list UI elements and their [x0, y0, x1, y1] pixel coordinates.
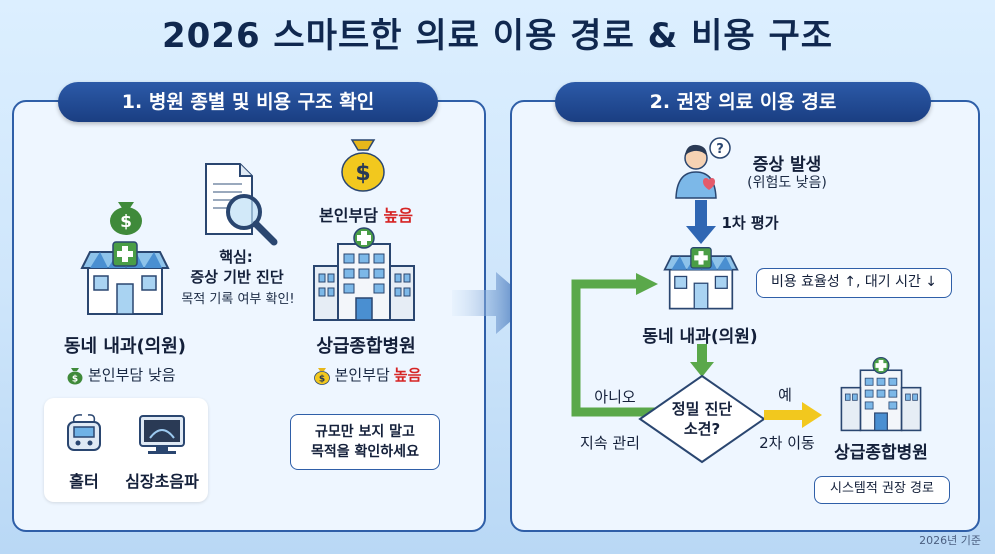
ultrasound-monitor-icon [139, 415, 185, 454]
hospital-name-right: 상급종합병원 [834, 443, 928, 463]
decision-line-1: 정밀 진단 [671, 400, 733, 418]
key-title: 핵심: [219, 248, 253, 266]
hospital-building-icon [840, 356, 922, 432]
device-label-echo: 심장초음파 [125, 472, 199, 491]
yes-label: 예 [778, 386, 792, 404]
advice-line-2: 목적을 확인하세요 [311, 444, 419, 460]
benefit-note: 비용 효율성 ↑, 대기 시간 ↓ [756, 268, 952, 298]
svg-text:$: $ [355, 161, 370, 186]
decision-diamond [638, 374, 766, 464]
hospital-building-icon [313, 227, 415, 321]
footer-note: 2026년 기준 [919, 534, 981, 547]
clinic-cost-text: 본인부담 낮음 [88, 366, 176, 384]
step-1-label: 1차 평가 [721, 214, 779, 232]
clinic-building-icon [663, 247, 739, 310]
right-panel-header: 2. 권장 의료 이용 경로 [555, 82, 931, 122]
clinic-name: 동네 내과(의원) [63, 336, 187, 357]
hospital-name: 상급종합병원 [316, 336, 416, 357]
clinic-building-icon [80, 241, 170, 315]
hospital-cost: $ 본인부담 높음 [302, 364, 432, 385]
svg-text:$: $ [318, 374, 324, 384]
continue-label: 지속 관리 [580, 434, 640, 452]
loop-back-arrow-icon [571, 273, 662, 417]
svg-text:?: ? [716, 142, 724, 157]
hospital-cost-word: 높음 [393, 366, 422, 384]
down-arrow-icon [686, 200, 716, 244]
no-label: 아니오 [594, 388, 636, 406]
page-title: 2026 스마트한 의료 이용 경로 & 비용 구조 [161, 16, 834, 56]
document-search-icon [205, 163, 278, 246]
second-move-label: 2차 이동 [759, 434, 815, 452]
symptom-sub: (위험도 낮음) [747, 175, 827, 191]
high-cost-label: 본인부담 높음 [296, 202, 436, 226]
left-panel-header: 1. 병원 종별 및 비용 구조 확인 [58, 82, 438, 122]
key-line-2: 목적 기록 여부 확인! [181, 292, 295, 307]
advice-line-1: 규모만 보지 말고 [315, 424, 415, 440]
high-cost-word: 높음 [383, 206, 413, 225]
patient-icon: ? [675, 137, 731, 199]
money-bag-icon: $ [67, 367, 83, 384]
advice-note: 규모만 보지 말고 목적을 확인하세요 [290, 414, 440, 470]
clinic-cost: $ 본인부담 낮음 [66, 364, 206, 385]
right-panel [510, 100, 980, 532]
yes-arrow-icon [764, 402, 822, 428]
clinic-name-right: 동네 내과(의원) [642, 327, 758, 347]
key-line-1: 증상 기반 진단 [190, 268, 284, 286]
down-arrow-icon [690, 344, 714, 377]
money-bag-icon: $ [313, 367, 330, 385]
money-bag-icon: $ [110, 202, 142, 235]
system-note: 시스템적 권장 경로 [814, 476, 950, 504]
symptom-title: 증상 발생 [752, 155, 822, 175]
device-label-holter: 홀터 [69, 472, 99, 491]
decision-line-2: 소견? [683, 420, 721, 438]
hospital-cost-prefix: 본인부담 [334, 366, 390, 384]
money-bag-icon: $ [341, 139, 385, 192]
holter-monitor-icon [67, 414, 101, 451]
high-cost-prefix: 본인부담 [319, 206, 378, 225]
svg-text:$: $ [72, 374, 78, 384]
svg-text:$: $ [120, 212, 132, 232]
